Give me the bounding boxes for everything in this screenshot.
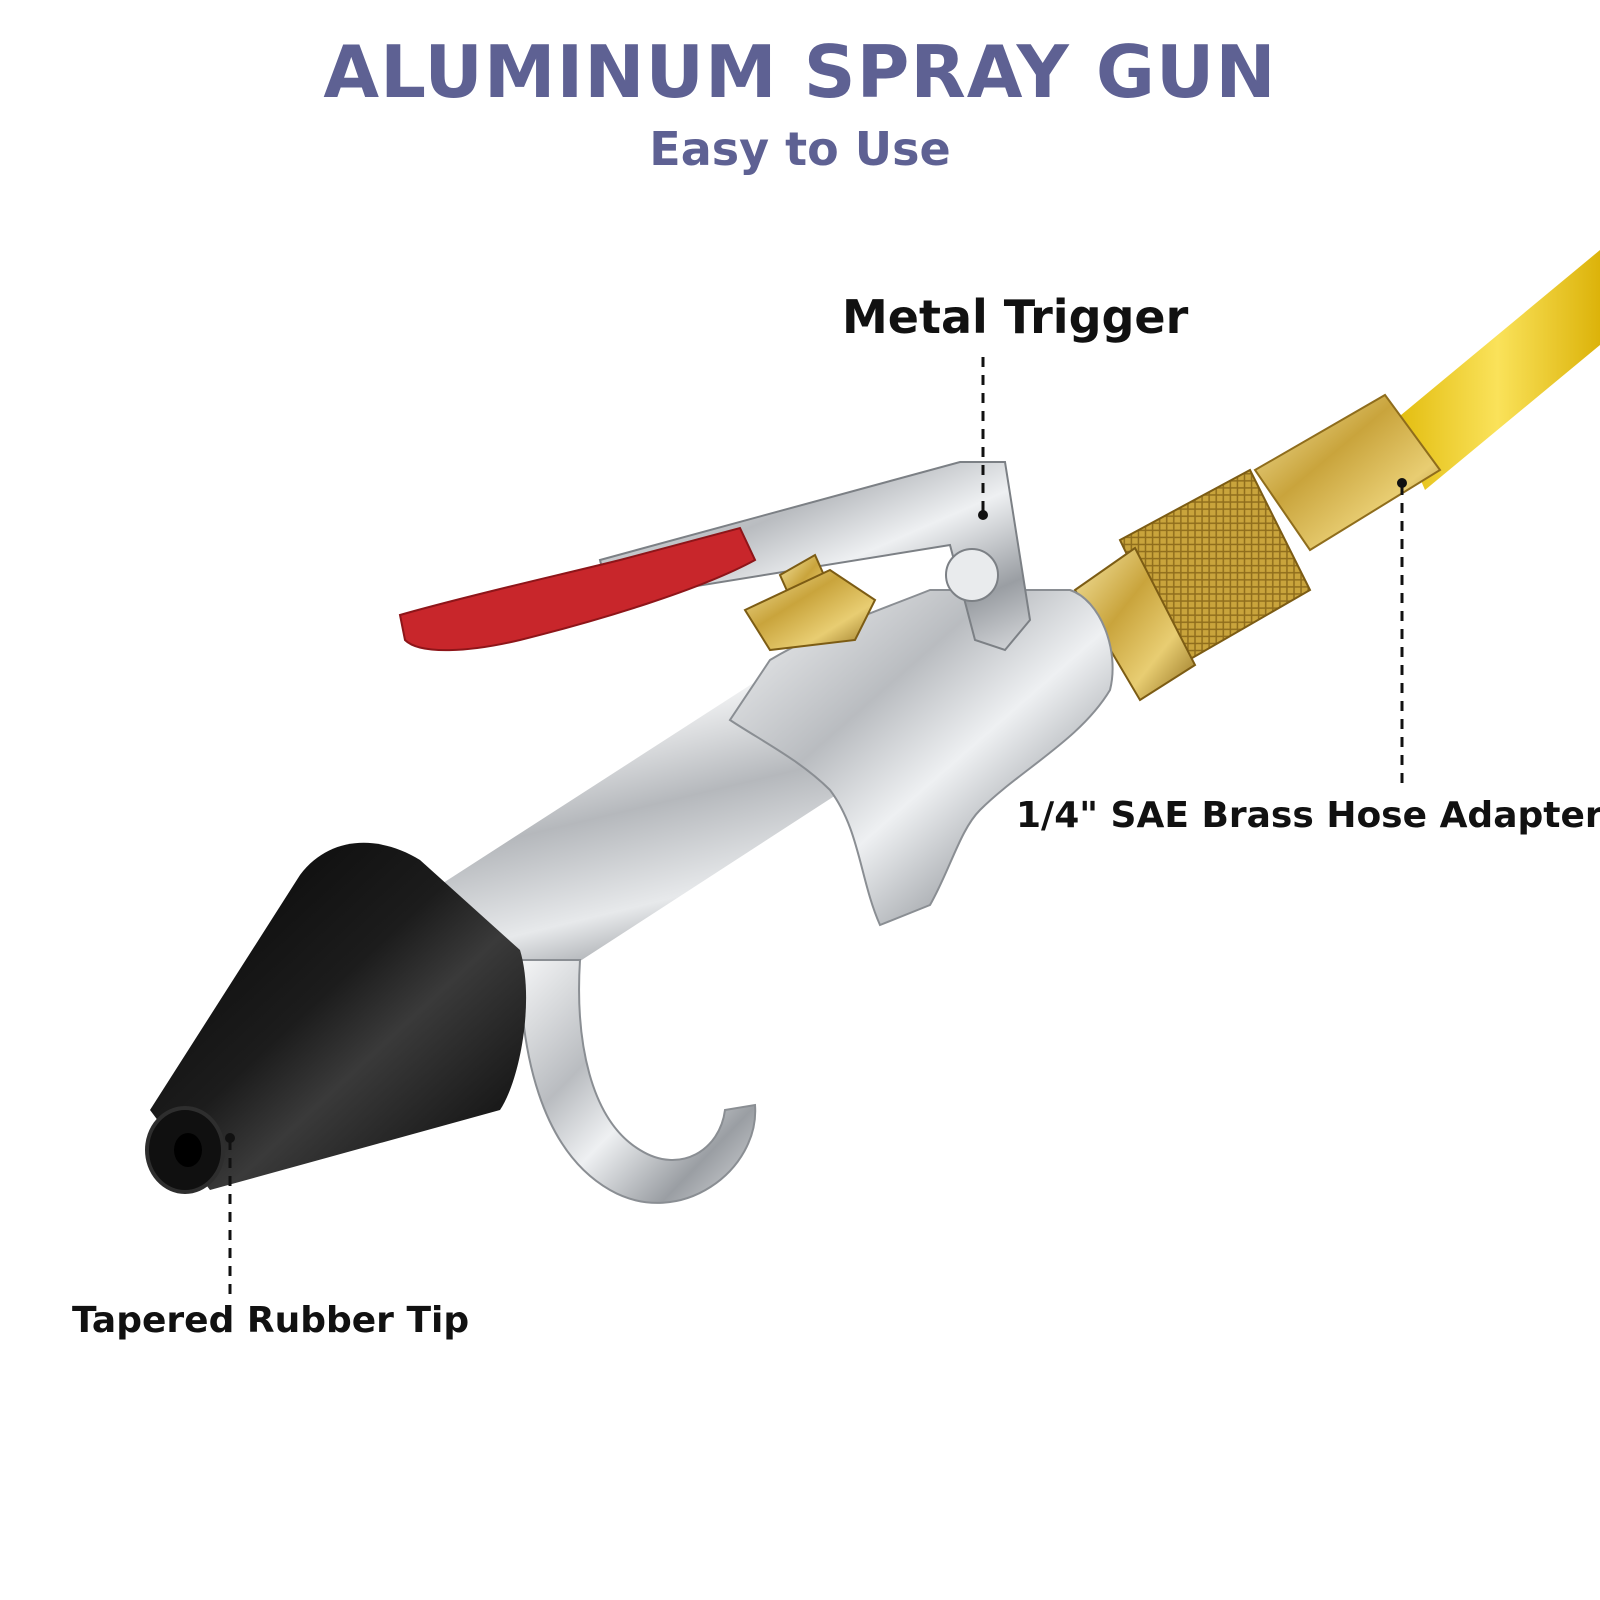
brass-ferrule: [1253, 393, 1442, 552]
trigger-leader-dot: [978, 510, 988, 520]
valve-hex: [743, 568, 877, 652]
page-subtitle: Easy to Use: [649, 122, 951, 176]
hook-handle: [518, 959, 757, 1204]
nozzle-hole: [174, 1133, 202, 1167]
brass-hex-fitting: [1073, 546, 1197, 702]
gun-body: [728, 589, 1114, 927]
adapter-leader-dot: [1397, 478, 1407, 488]
page-title: ALUMINUM SPRAY GUN: [323, 30, 1277, 114]
tapered-rubber-tip: [150, 842, 527, 1190]
callout-metal-trigger: Metal Trigger: [842, 290, 1189, 344]
trigger-pivot: [945, 548, 999, 602]
callout-rubber-tip: Tapered Rubber Tip: [72, 1300, 470, 1341]
tip-leader-dot: [225, 1133, 235, 1143]
yellow-hose: [1395, 250, 1600, 490]
red-trigger-grip: [398, 526, 757, 652]
callout-hose-adapter: 1/4" SAE Brass Hose Adapter: [1016, 795, 1600, 836]
